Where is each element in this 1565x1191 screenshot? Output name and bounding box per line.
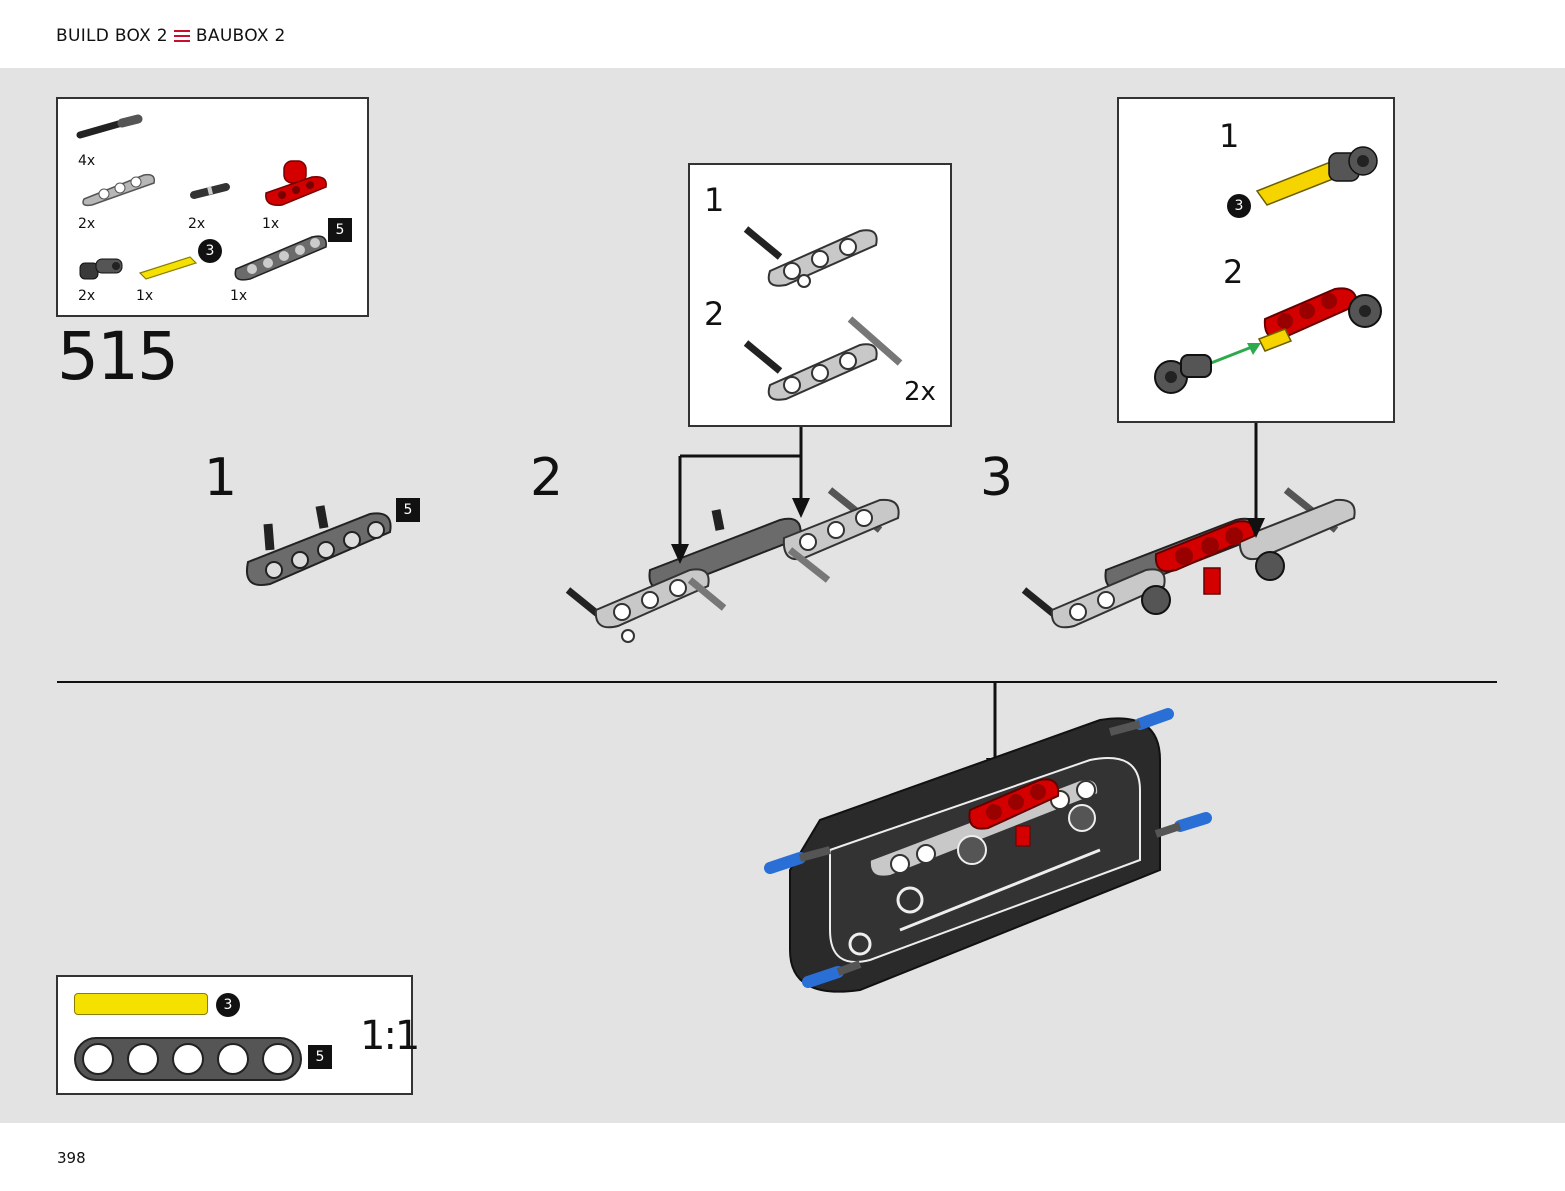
menu-icon [173,30,190,42]
red-connector-icon [265,160,327,206]
part-length-badge: 5 [308,1045,332,1069]
part-count: 2x [188,216,206,232]
part-count: 1x [230,288,248,304]
red-connector-assembly-illustration [1154,287,1382,394]
part-count: 4x [78,153,96,169]
callout-b-box: 1 3 2 [1117,97,1395,423]
header-left: BUILD BOX 2 [56,26,168,46]
light-gray-beam-3-icon [82,173,156,207]
page-number: 398 [57,1149,86,1167]
beam-5-1to1-icon [74,1037,302,1081]
dark-gray-connector-icon [79,258,123,280]
beam-with-axle-pins-illustration [743,226,878,288]
page-header: BUILD BOX 2 BAUBOX 2 [56,26,286,46]
substep-label: 3 [980,448,1014,508]
axle-length-badge: 3 [198,239,222,263]
red-connector-assembly-illustration [1021,487,1356,629]
yellow-axle-icon [138,256,198,280]
axle-pin-icon [76,114,143,139]
scale-reference-box: 3 5 1:1 [56,975,420,1095]
dark-gray-beam-5-icon [234,235,327,281]
short-pin-icon [190,183,230,199]
header-right: BAUBOX 2 [195,26,286,46]
scale-label: 1:1 [360,1013,420,1059]
final-assembly-illustration [764,708,1212,993]
callout-step-label: 2 [1223,253,1244,291]
callout-step-label: 1 [1219,117,1240,155]
callout-step-label: 2 [704,295,725,333]
yellow-axle-with-connector-illustration [1255,146,1378,206]
axle-length-badge: 3 [216,993,240,1017]
callout-multiplier: 2x [904,377,936,407]
parts-list-box: 4x 2x 2x 1x 5 2x 3 1x 1x [56,97,369,317]
callout-a-box: 1 2 2x [688,163,952,427]
substep-label: 2 [530,448,564,508]
yellow-axle-1to1-icon [74,993,208,1015]
axle-length-badge: 3 [1227,194,1251,218]
dark-gray-beam-illustration [246,505,392,586]
beams-assembly-illustration [565,487,900,643]
part-count: 1x [262,216,280,232]
part-count: 2x [78,216,96,232]
substep-label: 1 [204,448,238,508]
part-count: 2x [78,288,96,304]
beam-assembly-illustration [743,316,903,401]
section-divider [57,681,1497,683]
part-count: 1x [136,288,154,304]
part-length-badge: 5 [328,218,352,242]
part-length-badge: 5 [396,498,420,522]
callout-step-label: 1 [704,181,725,219]
step-number: 515 [57,318,179,395]
